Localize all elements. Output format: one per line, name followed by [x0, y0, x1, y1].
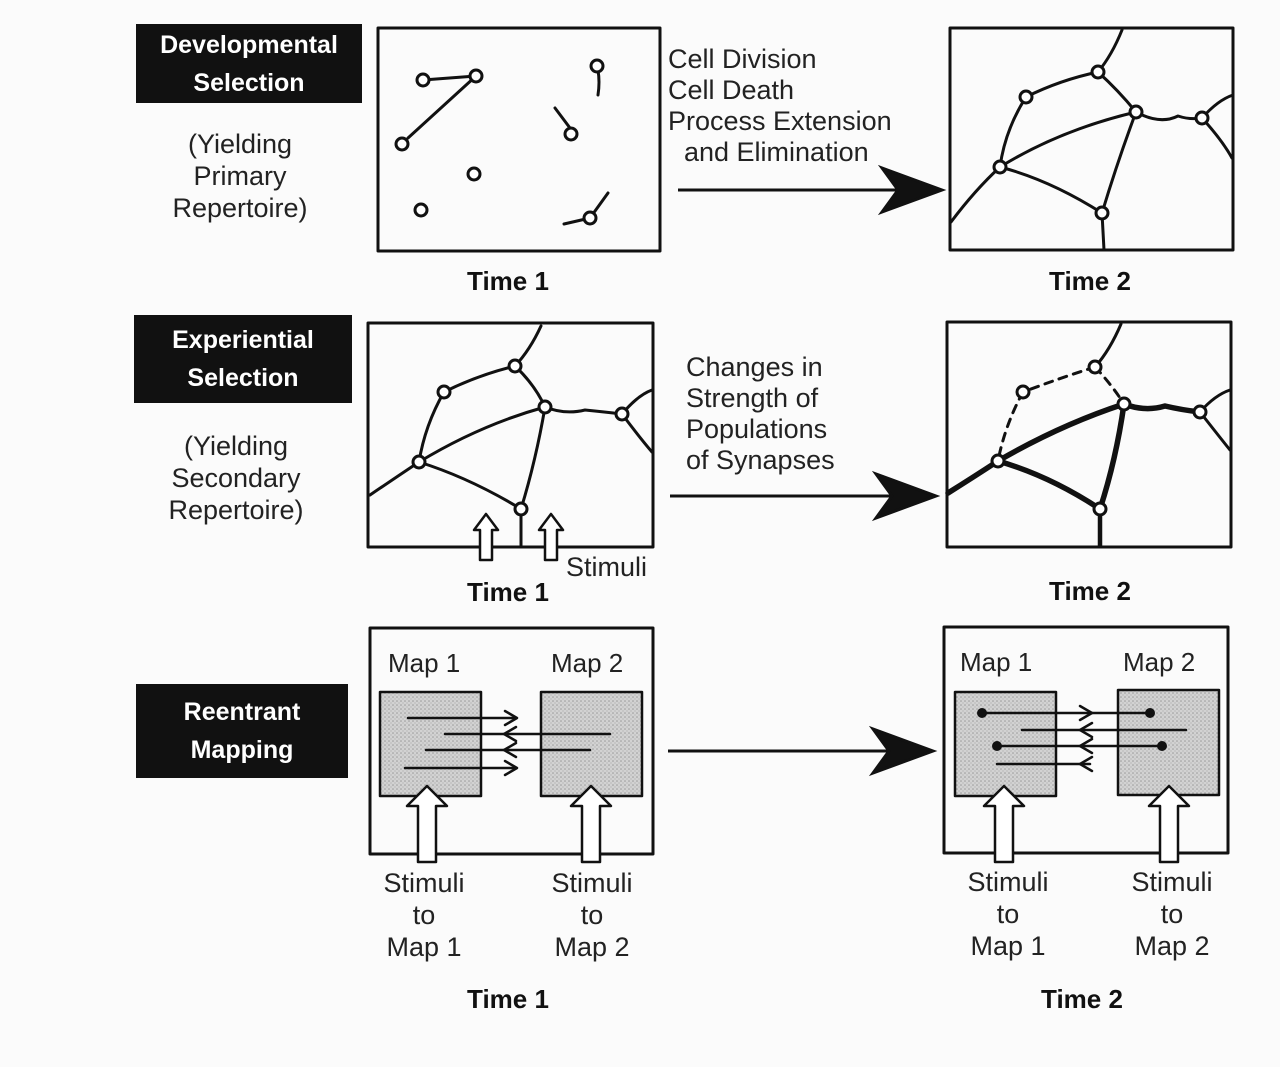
developmental-tag-line2: Selection: [193, 68, 305, 97]
stimuli-line: Map 2: [554, 932, 630, 962]
stimuli-line: Map 1: [970, 931, 1046, 961]
process-line: of Synapses: [686, 445, 835, 475]
caption-line: Repertoire): [168, 495, 304, 525]
stimuli-line: Map 1: [386, 932, 462, 962]
row1-time1-label: Time 1: [467, 266, 549, 296]
process-line: Process Extension: [668, 106, 892, 136]
stimuli-line: Stimuli: [383, 868, 465, 898]
stimuli-line: Map 2: [1134, 931, 1210, 961]
caption-line: Repertoire): [172, 193, 308, 223]
row3-time2-panel: [942, 625, 1230, 855]
stimuli-line: to: [580, 900, 604, 930]
process-line: Cell Division: [668, 44, 817, 74]
row2-stimulus-arrows: [472, 512, 565, 562]
experiential-tag-line2: Selection: [187, 364, 299, 392]
stimuli-line: Stimuli: [551, 868, 633, 898]
caption-line: (Yielding: [187, 129, 293, 159]
stimuli-line: Stimuli: [1131, 867, 1213, 897]
row3-t2-stimulus-arrows: [982, 784, 1191, 864]
stimuli-line: to: [1160, 899, 1184, 929]
row3-t2-stimuli-map2: Stimuli to Map 2: [1112, 866, 1232, 962]
row2-time2-panel: [945, 320, 1233, 549]
stimuli-line: Stimuli: [967, 867, 1049, 897]
caption-line: Secondary: [171, 463, 301, 493]
experiential-selection-tag: Experiential Selection: [134, 315, 352, 403]
primary-repertoire-caption: (Yielding Primary Repertoire): [140, 128, 340, 224]
row3-t2-map2-label: Map 2: [1123, 647, 1196, 677]
process-line: Changes in: [686, 352, 823, 382]
developmental-process-text: Cell Division Cell Death Process Extensi…: [668, 44, 892, 168]
row2-time1-label: Time 1: [467, 577, 549, 607]
row3-t2-map1-label: Map 1: [960, 647, 1033, 677]
stimuli-label: Stimuli: [566, 552, 648, 582]
row1-transition-arrow: [678, 164, 947, 216]
developmental-selection-tag: Developmental Selection: [136, 24, 362, 103]
secondary-repertoire-caption: (Yielding Secondary Repertoire): [136, 430, 336, 526]
reentrant-mapping-tag: Reentrant Mapping: [136, 684, 348, 778]
transition-arrows: [668, 164, 947, 777]
process-line: Cell Death: [668, 75, 795, 105]
reentrant-tag-line2: Mapping: [190, 736, 294, 764]
caption-line: Primary: [193, 161, 287, 191]
row3-time1-panel: [368, 626, 655, 856]
row3-t2-arrowheads: [1078, 704, 1152, 773]
row3-t1-stimulus-arrows: [405, 784, 613, 864]
row3-t1-stimuli-map2: Stimuli to Map 2: [532, 867, 652, 963]
row3-t1-arrowheads: [502, 709, 519, 777]
row1-time1-panel: [376, 26, 662, 253]
row3-time1-label: Time 1: [467, 984, 549, 1014]
row2-time2-label: Time 2: [1049, 576, 1131, 606]
process-line: Populations: [686, 414, 828, 444]
row3-t2-stimuli-map1: Stimuli to Map 1: [948, 866, 1068, 962]
row3-t2-map2-box: [1116, 688, 1221, 797]
row3-time2-label: Time 2: [1041, 984, 1123, 1014]
row3-t2-map1-box: [953, 690, 1058, 798]
reentrant-tag-line1: Reentrant: [183, 698, 301, 726]
developmental-tag-line1: Developmental: [160, 30, 338, 59]
row3-t1-stimuli-map1: Stimuli to Map 1: [364, 867, 484, 963]
process-line: Strength of: [686, 383, 819, 413]
caption-line: (Yielding: [183, 431, 289, 461]
stimuli-line: to: [996, 899, 1020, 929]
row3-t1-map1-label: Map 1: [388, 648, 461, 678]
experiential-tag-line1: Experiential: [172, 326, 314, 354]
process-line: and Elimination: [684, 137, 869, 167]
stimuli-line: to: [412, 900, 436, 930]
row1-time2-panel: [948, 26, 1235, 252]
row3-t1-map2-label: Map 2: [551, 648, 624, 678]
row3-t1-map2-box: [539, 690, 644, 798]
experiential-process-text: Changes in Strength of Populations of Sy…: [686, 352, 835, 476]
row1-time2-label: Time 2: [1049, 266, 1131, 296]
row3-transition-arrow: [668, 725, 938, 777]
row2-time1-panel: [366, 321, 655, 549]
row2-transition-arrow: [670, 470, 941, 522]
row3-t1-map1-box: [378, 690, 483, 798]
